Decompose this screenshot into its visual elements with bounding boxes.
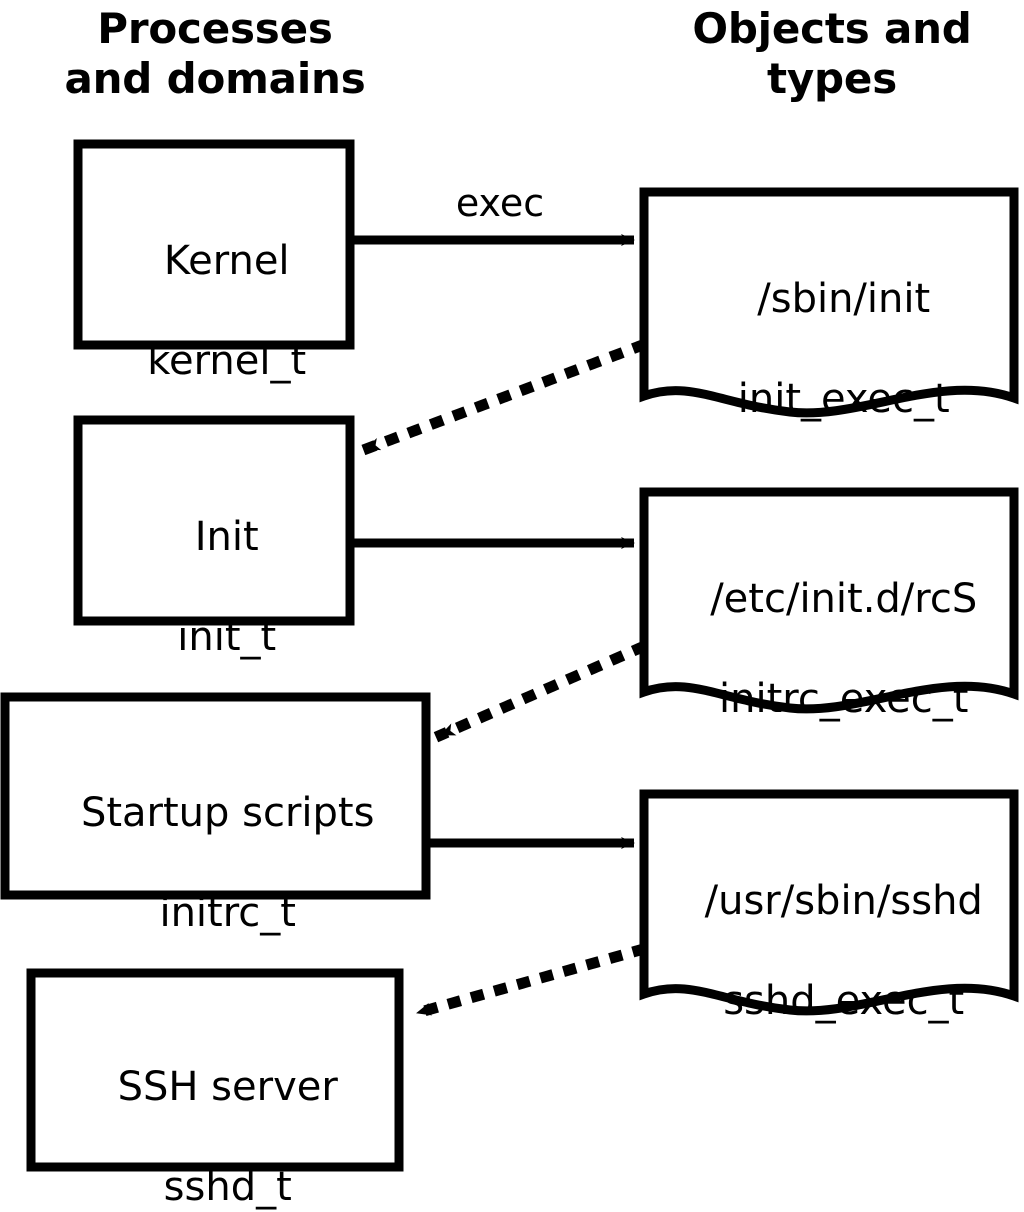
node-ssh-server-box[interactable] [26,968,404,1172]
node-initrc-exec-document[interactable] [639,487,1019,714]
edge-initrc-exec-transition-initrc [433,640,648,743]
node-init-exec-document[interactable] [639,187,1019,418]
edge-label-exec: exec [455,181,545,225]
node-kernel-box[interactable] [73,139,355,350]
edge-init-exec-transition-init [358,338,648,457]
node-init-box[interactable] [73,415,355,626]
node-startup-scripts-box[interactable] [0,692,431,900]
node-sshd-exec-document[interactable] [639,789,1019,1016]
edge-sshd-exec-transition-sshd [410,943,647,1020]
diagram-canvas [0,139,1019,1172]
